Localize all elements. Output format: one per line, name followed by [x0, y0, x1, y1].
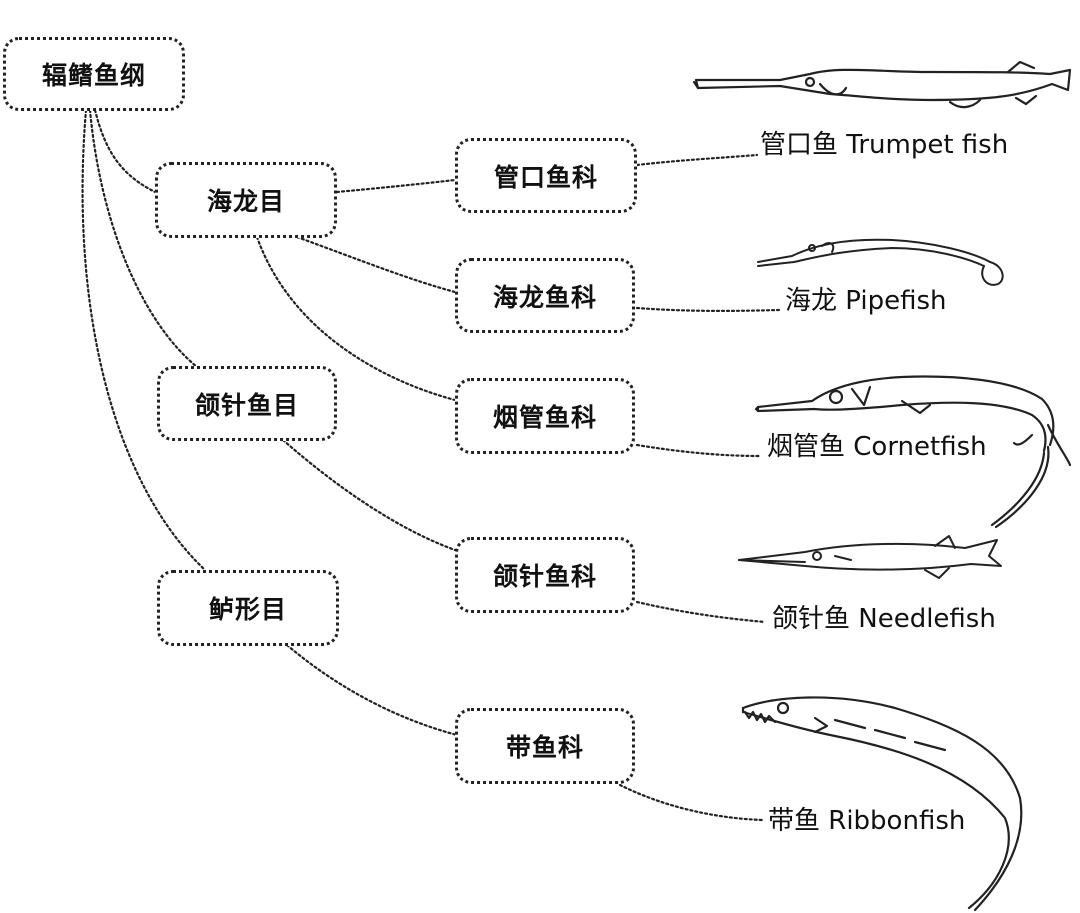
order-node-label: 海龙目 [206, 187, 285, 216]
link-root-perciformes [81, 108, 207, 572]
family-node-label: 烟管鱼科 [492, 403, 597, 432]
fish-label-trumpetfish: 管口鱼 Trumpet fish [760, 130, 1009, 160]
fish-label-ribbonfish: 带鱼 Ribbonfish [768, 806, 966, 836]
class-node-actinopterygii: 辐鳍鱼纲 [3, 37, 185, 111]
family-node-label: 管口鱼科 [493, 162, 598, 192]
pipefish-illustration [757, 238, 1004, 286]
link-belonidae-needlefish [635, 600, 767, 624]
fish-label-needlefish: 颌针鱼 Needlefish [772, 604, 996, 634]
fish-label-pipefish: 海龙 Pipefish [785, 286, 947, 316]
needlefish-illustration [738, 535, 1002, 579]
family-node-trichiuridae: 带鱼科 [455, 708, 635, 784]
link-root-beloniformes [88, 108, 199, 369]
order-node-label: 鲈形目 [208, 595, 287, 624]
link-syngnathiformes-aulostomidae [335, 178, 457, 194]
fish-label-cornetfish: 烟管鱼 Cornetfish [767, 432, 987, 462]
family-node-aulostomidae: 管口鱼科 [455, 138, 637, 213]
link-beloniformes-belonidae [281, 438, 457, 552]
link-perciformes-trichiuridae [285, 643, 459, 737]
trumpetfish-illustration [692, 60, 1072, 109]
link-fistulariidae-cornetfish [635, 443, 762, 458]
family-node-belonidae: 颌针鱼科 [455, 537, 635, 613]
link-trichiuridae-ribbonfish [618, 783, 764, 822]
order-node-beloniformes: 颌针鱼目 [157, 366, 337, 441]
family-node-label: 海龙鱼科 [492, 282, 597, 312]
class-node-label: 辐鳍鱼纲 [41, 61, 146, 90]
cornetfish-illustration [754, 375, 1072, 529]
link-root-syngnathiformes [93, 108, 159, 195]
order-node-syngnathiformes: 海龙目 [155, 162, 337, 238]
link-syngnathidae-pipefish [635, 306, 782, 312]
link-aulostomidae-trumpetfish [635, 153, 759, 167]
family-node-syngnathidae: 海龙鱼科 [455, 258, 635, 333]
family-node-label: 带鱼科 [505, 733, 584, 762]
order-node-perciformes: 鲈形目 [157, 570, 339, 646]
ribbonfish-illustration [741, 696, 1023, 912]
family-node-fistulariidae: 烟管鱼科 [455, 378, 635, 454]
family-node-label: 颌针鱼科 [492, 562, 597, 591]
link-syngnathiformes-fistulariidae [255, 235, 457, 402]
link-syngnathiformes-syngnathidae [295, 235, 457, 294]
order-node-label: 颌针鱼目 [194, 390, 299, 420]
